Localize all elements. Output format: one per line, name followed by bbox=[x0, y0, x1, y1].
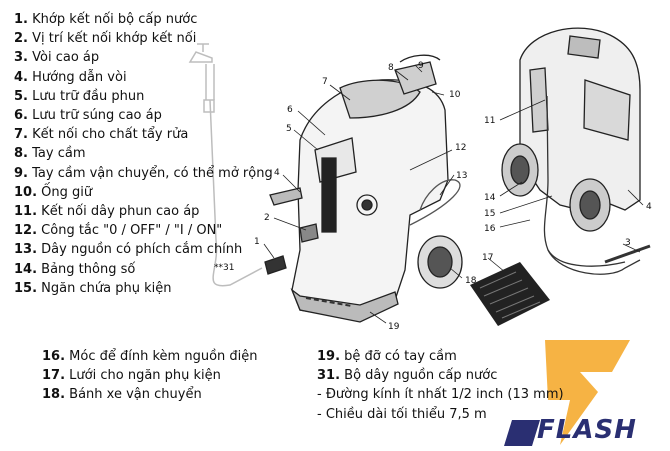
legend-item-text: Móc để đính kèm nguồn điện bbox=[69, 349, 258, 364]
legend-item: 5. Lưu trữ đầu phun bbox=[14, 87, 273, 106]
legend-item: 8. Tay cầm bbox=[14, 144, 273, 163]
legend-item: 17. Lưới cho ngăn phụ kiện bbox=[42, 366, 258, 385]
legend-item: 3. Vòi cao áp bbox=[14, 48, 273, 67]
legend-item-number: 1. bbox=[14, 12, 28, 27]
flash-logo-icon bbox=[504, 340, 630, 446]
legend-item-text: Ống giữ bbox=[41, 184, 93, 200]
flash-logo-text: FLASH bbox=[537, 415, 637, 445]
leader-lines bbox=[263, 64, 644, 324]
callout-10: 10 bbox=[449, 90, 461, 100]
legend-item: 10. Ống giữ bbox=[14, 183, 273, 202]
legend-item: - Chiều dài tối thiểu 7,5 m bbox=[317, 405, 564, 424]
callout-r11: 11 bbox=[484, 116, 495, 126]
legend-item: 15. Ngăn chứa phụ kiện bbox=[14, 279, 273, 298]
callout-5: 5 bbox=[286, 124, 292, 134]
legend-item-text: Công tắc "0 / OFF" / "I / ON" bbox=[41, 223, 223, 239]
callout-r16: 16 bbox=[484, 224, 496, 234]
callout-r3: 3 bbox=[625, 238, 631, 248]
legend-item: 1. Khớp kết nối bộ cấp nước bbox=[14, 10, 273, 29]
callout-1: 1 bbox=[254, 237, 260, 247]
legend-item: 9. Tay cầm vận chuyển, có thể mở rộng bbox=[14, 164, 273, 183]
callout-r4: 4 bbox=[646, 202, 652, 212]
accessory-mesh bbox=[470, 262, 550, 326]
legend-item-number: 3. bbox=[14, 50, 28, 66]
legend-item-text: Khớp kết nối bộ cấp nước bbox=[32, 12, 198, 27]
legend-item: 19. bệ đỡ có tay cầm bbox=[317, 347, 564, 366]
faucet-illustration bbox=[188, 43, 263, 287]
legend-item-text: Lưới cho ngăn phụ kiện bbox=[69, 368, 221, 384]
callout-r14: 14 bbox=[484, 193, 496, 203]
legend-item-text: Tay cầm vận chuyển, có thể mở rộng bbox=[32, 165, 273, 181]
legend-item-text: - Đường kính ít nhất 1/2 inch (13 mm) bbox=[317, 387, 564, 403]
legend-item-number: 6. bbox=[14, 108, 28, 124]
callout-9: 9 bbox=[418, 61, 424, 71]
legend-item-number: 4. bbox=[14, 69, 28, 85]
legend-item-text: Dây nguồn có phích cắm chính bbox=[41, 242, 243, 258]
legend-item-text: Bánh xe vận chuyển bbox=[69, 387, 202, 403]
washer-front-view bbox=[264, 54, 463, 323]
legend-item-text: Vị trí kết nối khớp kết nối bbox=[32, 31, 197, 47]
legend-item: 4. Hướng dẫn vòi bbox=[14, 68, 273, 87]
legend-item-number: 10. bbox=[14, 184, 38, 200]
legend-item: 11. Kết nối dây phun cao áp bbox=[14, 202, 273, 221]
legend-item: 14. Bảng thông số bbox=[14, 260, 273, 279]
callout-19: 19 bbox=[388, 322, 400, 332]
legend-item-number: 18. bbox=[42, 387, 66, 403]
legend-item-text: Kết nối cho chất tẩy rửa bbox=[32, 127, 189, 143]
legend-item: 7. Kết nối cho chất tẩy rửa bbox=[14, 125, 273, 144]
callout-13: 13 bbox=[456, 171, 467, 181]
callout-r15: 15 bbox=[484, 209, 495, 219]
callouts: 1 2 4 5 6 7 8 9 10 12 13 18 19 **31 11 1… bbox=[214, 61, 652, 332]
washer-rear-view bbox=[501, 27, 651, 275]
legend-item-text: Tay cầm bbox=[32, 146, 86, 162]
callout-r17: 17 bbox=[482, 253, 493, 263]
legend-item-text: Vòi cao áp bbox=[32, 50, 100, 66]
callout-7: 7 bbox=[322, 77, 328, 87]
callout-6: 6 bbox=[287, 105, 293, 115]
legend-item: 2. Vị trí kết nối khớp kết nối bbox=[14, 29, 273, 48]
legend-item-text: Lưu trữ súng cao áp bbox=[32, 108, 162, 124]
legend-item-text: Bảng thông số bbox=[41, 261, 136, 277]
legend-item: 31. Bộ dây nguồn cấp nước bbox=[317, 366, 564, 385]
callout-12: 12 bbox=[455, 143, 466, 153]
legend-item-number: 15. bbox=[14, 280, 38, 296]
legend-item-number: 8. bbox=[14, 146, 28, 162]
legend-item-number: 16. bbox=[42, 349, 66, 364]
legend-item-number: 5. bbox=[14, 88, 28, 104]
legend-item-number: 11. bbox=[14, 204, 38, 220]
legend-item-number: 13. bbox=[14, 242, 38, 258]
legend-item-text: Lưu trữ đầu phun bbox=[32, 88, 145, 104]
legend-item: - Đường kính ít nhất 1/2 inch (13 mm) bbox=[317, 385, 564, 404]
legend-item-number: 2. bbox=[14, 31, 28, 47]
legend-item: 13. Dây nguồn có phích cắm chính bbox=[14, 240, 273, 259]
callout-4: 4 bbox=[274, 168, 280, 178]
legend-item-text: - Chiều dài tối thiểu 7,5 m bbox=[317, 406, 487, 422]
legend-item-number: 31. bbox=[317, 368, 341, 384]
legend-item-number: 14. bbox=[14, 261, 38, 277]
callout-8: 8 bbox=[388, 63, 394, 73]
callout-2: 2 bbox=[264, 213, 270, 223]
legend-item-text: bệ đỡ có tay cầm bbox=[344, 349, 457, 364]
legend-item-number: 12. bbox=[14, 223, 38, 239]
callout-18: 18 bbox=[465, 276, 477, 286]
legend-item: 12. Công tắc "0 / OFF" / "I / ON" bbox=[14, 221, 273, 240]
legend-item: 18. Bánh xe vận chuyển bbox=[42, 385, 258, 404]
legend-item-text: Kết nối dây phun cao áp bbox=[41, 204, 200, 220]
legend-item-text: Ngăn chứa phụ kiện bbox=[41, 280, 172, 296]
legend-item-number: 9. bbox=[14, 165, 28, 181]
callout-31: **31 bbox=[214, 263, 234, 273]
legend-item-number: 17. bbox=[42, 368, 66, 384]
legend-item-text: Hướng dẫn vòi bbox=[32, 69, 127, 85]
legend-item-text: Bộ dây nguồn cấp nước bbox=[344, 368, 498, 384]
legend-item-number: 7. bbox=[14, 127, 28, 143]
legend-item-number: 19. bbox=[317, 349, 341, 364]
legend-item: 6. Lưu trữ súng cao áp bbox=[14, 106, 273, 125]
legend-item: 16. Móc để đính kèm nguồn điện bbox=[42, 347, 258, 366]
